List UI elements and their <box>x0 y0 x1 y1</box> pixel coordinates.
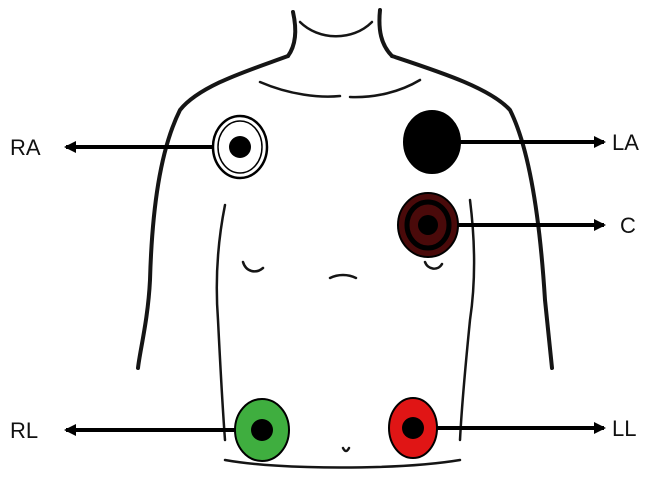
electrode-c-snap <box>418 215 438 235</box>
electrode-rl-snap <box>251 419 273 441</box>
label-rl: RL <box>10 418 38 443</box>
torso-outline <box>138 10 552 468</box>
electrode-ra-snap <box>229 136 251 158</box>
electrode-ra <box>213 116 267 178</box>
label-ll: LL <box>612 416 636 441</box>
electrode-ll <box>389 398 437 458</box>
electrode-la-pad <box>404 111 460 173</box>
electrode-ll-snap <box>402 417 424 439</box>
electrode-c <box>398 193 458 257</box>
electrode-la <box>404 111 460 173</box>
label-c: C <box>620 213 636 238</box>
electrode-rl <box>235 399 289 461</box>
label-ra: RA <box>10 135 41 160</box>
label-la: LA <box>612 130 639 155</box>
lead-arrows <box>66 142 604 430</box>
